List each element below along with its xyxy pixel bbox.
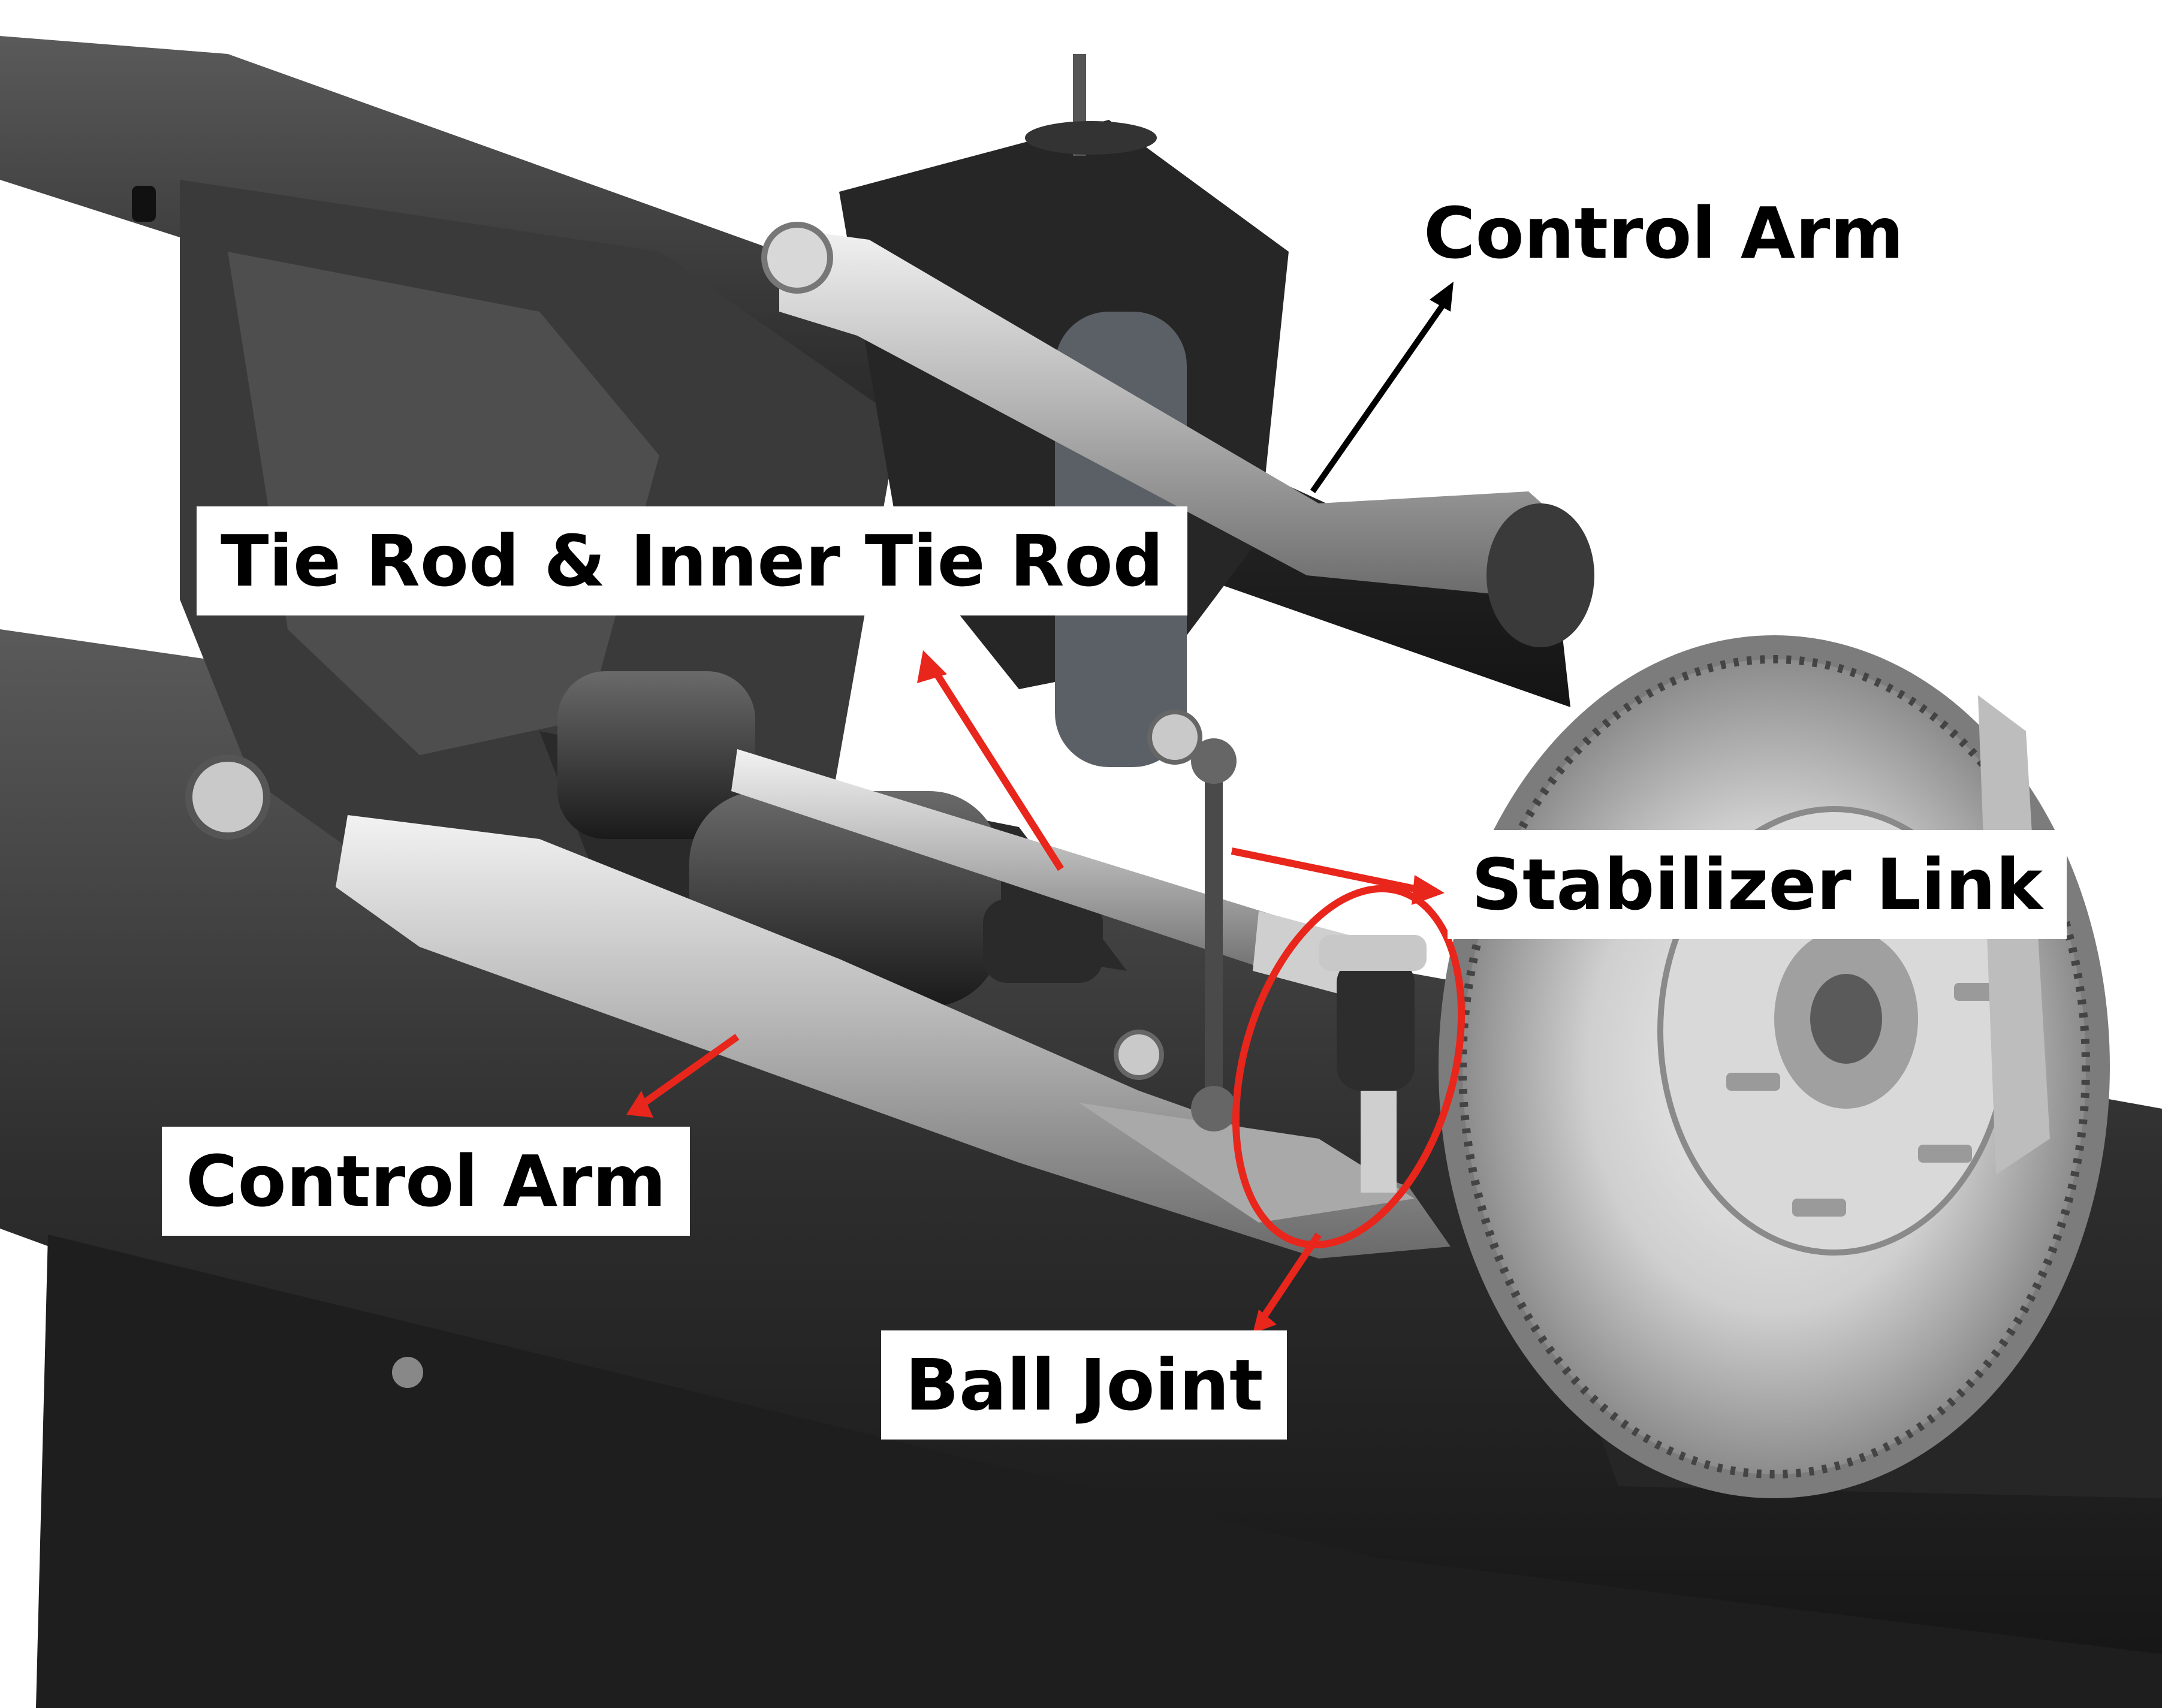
arrow-stabilizer-link — [1231, 847, 1422, 894]
lower-control-arm-part — [336, 815, 1451, 1259]
label-tie-rod: Tie Rod & Inner Tie Rod — [197, 506, 1188, 615]
arrow-tie-rod — [931, 669, 1065, 871]
label-control-arm-lower: Control Arm — [162, 1127, 690, 1236]
label-ball-joint: Ball Joint — [881, 1330, 1287, 1440]
arrowhead-control-arm-lower — [626, 1091, 653, 1118]
arrow-ball-joint — [1262, 1232, 1322, 1318]
annotation-arrows — [626, 282, 1466, 1333]
stabilizer-link-part — [1114, 710, 1237, 1131]
ball-joint-highlight — [1232, 885, 1466, 1249]
arrowhead-tie-rod — [917, 650, 947, 683]
upper-control-arm-part — [761, 222, 1594, 647]
ball-joint-part — [1319, 935, 1427, 1193]
label-stabilizer-link: Stabilizer Link — [1448, 830, 2067, 939]
arrow-control-arm-lower — [642, 1034, 740, 1106]
brake-rotor — [1439, 635, 2110, 1498]
label-control-arm-upper: Control Arm — [1424, 192, 1904, 274]
arrowhead-ball-joint — [1253, 1309, 1277, 1333]
arrowhead-control-arm-upper — [1430, 282, 1454, 312]
arrow-control-arm-upper — [1310, 301, 1448, 493]
